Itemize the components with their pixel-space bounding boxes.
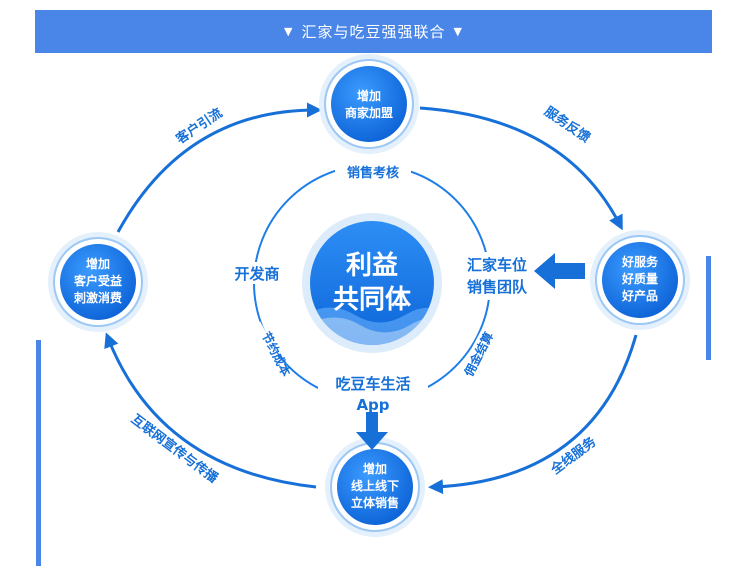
node-right: 好服务 好质量 好产品 <box>590 230 690 330</box>
page-header: ▼ 汇家与吃豆强强联合 ▼ <box>35 10 712 53</box>
node-top: 增加 商家加盟 <box>319 54 419 154</box>
node-left-line2: 客户受益 <box>73 273 122 288</box>
triangle-down-icon: ▼ <box>453 25 463 38</box>
page-title: 汇家与吃豆强强联合 <box>301 23 446 41</box>
label-chidou-life: 吃豆车生活 <box>335 375 410 393</box>
node-left-line1: 增加 <box>86 256 110 271</box>
outer-arrow-bottom-right <box>428 334 638 495</box>
label-sales-assessment: 销售考核 <box>347 165 399 181</box>
outer-arrow-bottom-left <box>104 332 317 489</box>
node-right-line1: 好服务 <box>621 254 659 269</box>
outer-arrow-top-right <box>419 106 623 231</box>
label-app: App <box>356 396 389 414</box>
right-accent-bar <box>706 256 711 360</box>
label-service-feedback: 服务反馈 <box>541 104 593 146</box>
node-right-line2: 好质量 <box>621 271 658 286</box>
label-developer: 开发商 <box>234 265 279 283</box>
node-left-line3: 刺激消费 <box>73 290 122 305</box>
node-bottom: 增加 线上线下 立体销售 <box>325 437 425 537</box>
outer-arrow-top-left <box>116 102 322 233</box>
arrow-left-icon <box>534 253 585 289</box>
label-internet-promotion: 互联网宣传与传播 <box>128 412 222 487</box>
center-title-line1: 利益 <box>346 251 398 281</box>
center-title-line2: 共同体 <box>333 285 412 315</box>
node-bottom-line3: 立体销售 <box>351 495 399 510</box>
node-right-line3: 好产品 <box>621 288 658 303</box>
triangle-down-icon: ▼ <box>284 25 294 38</box>
node-top-line1: 增加 <box>357 88 381 103</box>
node-bottom-line2: 线上线下 <box>351 478 399 493</box>
label-huijia-parking: 汇家车位 <box>467 256 527 274</box>
arrow-down-icon <box>356 412 388 450</box>
node-left: 增加 客户受益 刺激消费 <box>48 232 148 332</box>
node-bottom-line1: 增加 <box>363 461 387 476</box>
label-sales-team: 销售团队 <box>467 278 528 296</box>
node-top-line2: 商家加盟 <box>345 105 393 120</box>
left-accent-bar <box>36 340 41 566</box>
